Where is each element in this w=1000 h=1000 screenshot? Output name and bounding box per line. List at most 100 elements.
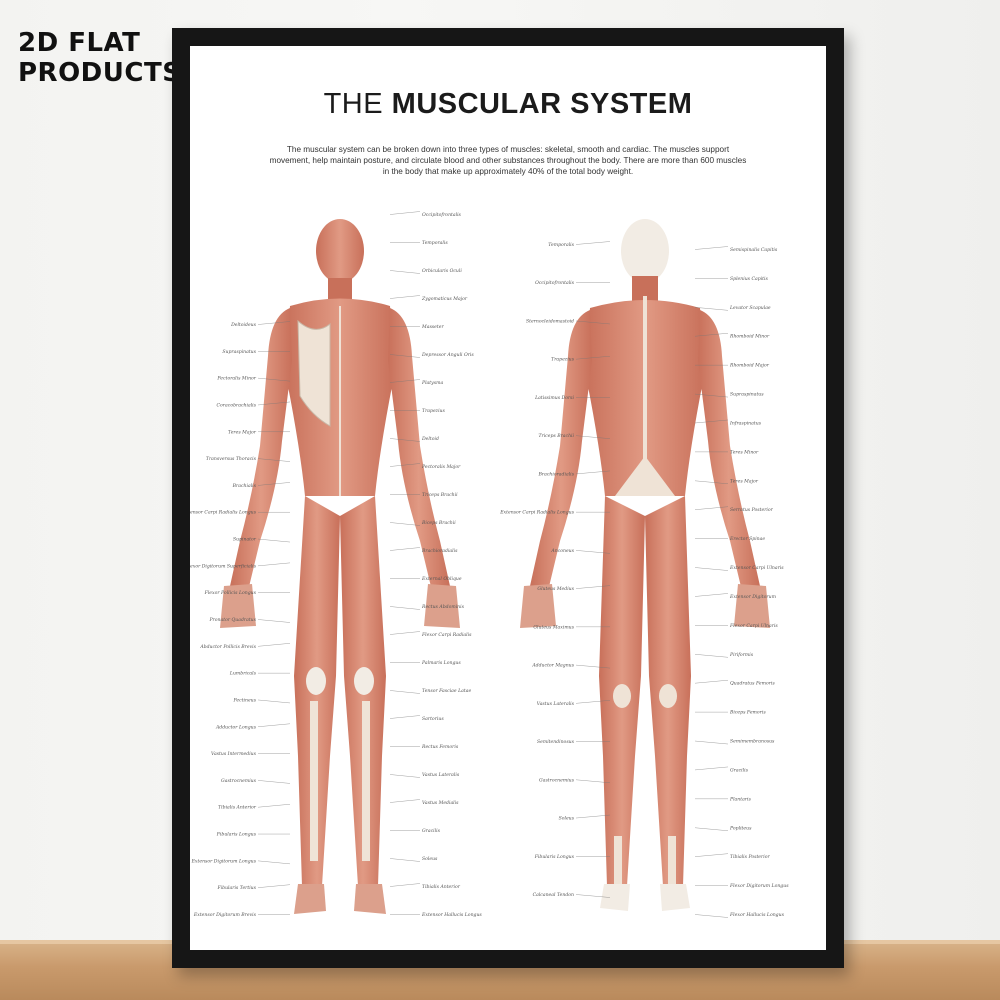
leader-line: [694, 654, 729, 658]
muscle-label: Flexor Carpi Ulnaris: [729, 623, 778, 629]
leader-line: [694, 766, 729, 771]
back-left-labels: TemporalisOccipitofrontalisSternocleidom…: [499, 241, 611, 898]
muscle-label: Infraspinatus: [729, 420, 762, 426]
muscle-label: Trapezius: [422, 408, 446, 414]
leader-line: [694, 333, 729, 337]
muscle-label: Teres Minor: [730, 449, 759, 455]
muscle-label: Rectus Femoris: [421, 744, 459, 750]
muscle-label: Zygomaticus Major: [421, 296, 468, 302]
leader-line: [389, 295, 421, 299]
title-bold: MUSCULAR SYSTEM: [391, 88, 693, 120]
leader-line: [389, 774, 421, 778]
front-right-foot: [354, 884, 386, 914]
muscle-label: Extensor Digitorum Brevis: [193, 912, 257, 918]
leader-line: [389, 606, 421, 610]
leader-line: [257, 562, 291, 567]
muscle-label: Pectoralis Major: [421, 464, 461, 470]
muscle-label: Plantaris: [729, 796, 752, 802]
leader-line: [257, 860, 291, 865]
muscle-label: Gastrocnemius: [539, 777, 575, 783]
muscle-label: Gastrocnemius: [221, 778, 257, 784]
muscle-label: Piriformis: [729, 652, 754, 658]
leader-line: [389, 438, 421, 442]
front-right-arm: [388, 308, 450, 591]
muscle-label: Triceps Brachii: [422, 492, 458, 498]
front-left-tibia: [310, 701, 318, 861]
muscle-label: Temporalis: [548, 242, 574, 248]
back-left-popliteal: [613, 684, 631, 708]
leader-line: [389, 690, 421, 694]
back-left-hand: [520, 584, 556, 628]
muscle-label: Extensor Carpi Radialis Longus: [499, 510, 574, 516]
muscle-label: Serratus Posterior: [730, 507, 774, 513]
leader-line: [575, 814, 611, 819]
leader-line: [257, 619, 291, 623]
muscle-label: Flexor Carpi Radialis: [421, 632, 472, 638]
muscle-label: Coracobrachialis: [217, 402, 257, 408]
muscle-label: Platysma: [421, 380, 443, 386]
muscle-label: Gracilis: [422, 828, 441, 834]
back-right-arm: [698, 310, 760, 591]
muscle-label: Temporalis: [422, 240, 448, 246]
muscle-label: Abductor Pollicis Brevis: [199, 644, 256, 650]
muscle-label: Soleus: [559, 816, 575, 822]
muscle-label: Tibialis Posterior: [730, 854, 770, 860]
muscle-label: Splenius Capitis: [730, 276, 768, 282]
muscle-label: Occipitofrontalis: [535, 280, 575, 286]
muscle-label: Calcaneal Tendon: [533, 892, 574, 898]
leader-line: [389, 463, 421, 467]
muscle-label: Fibularis Longus: [534, 854, 575, 860]
muscle-label: Extensor Hallucis Longus: [421, 912, 482, 918]
leader-line: [694, 593, 729, 597]
muscle-label: Deltoid: [421, 436, 439, 442]
front-head: [316, 219, 364, 283]
brand-line-2: PRODUCTS: [18, 58, 182, 88]
back-head: [621, 219, 669, 283]
leader-line: [694, 680, 729, 684]
muscle-label: Flexor Pollicis Longus: [204, 590, 257, 596]
muscle-label: Fibularis Tertius: [217, 885, 257, 891]
muscle-label: External Oblique: [421, 576, 462, 582]
muscle-label: Pectoralis Minor: [216, 376, 256, 382]
leader-line: [694, 480, 729, 484]
leader-line: [694, 246, 729, 250]
muscle-label: Vastus Lateralis: [422, 772, 460, 778]
leader-line: [694, 853, 729, 857]
muscle-label: Gluteus Medius: [537, 586, 574, 592]
muscle-label: Quadratus Femoris: [730, 681, 775, 687]
leader-line: [389, 715, 421, 719]
leader-line: [257, 482, 291, 486]
muscle-label: Biceps Femoris: [729, 710, 766, 716]
muscle-label: Orbicularis Oculi: [422, 268, 462, 274]
muscle-label: Depressor Anguli Oris: [421, 352, 474, 358]
muscle-label: Semitendinosus: [537, 739, 575, 745]
muscle-label: Extensor Digitorum Longus: [191, 858, 257, 864]
leader-line: [257, 723, 291, 727]
leader-line: [389, 270, 421, 274]
title-light: THE: [323, 88, 392, 120]
muscle-label: Extensor Carpi Ulnaris: [729, 565, 784, 571]
muscle-label: Adductor Longus: [215, 724, 257, 730]
leader-line: [257, 643, 291, 647]
muscle-label: Biceps Brachii: [421, 520, 456, 526]
muscle-label: Rectus Abdominis: [421, 604, 465, 610]
back-left-heel: [600, 884, 630, 911]
leader-line: [575, 585, 611, 589]
muscle-label: Tensor Fasciae Latae: [422, 688, 471, 694]
muscle-label: Gluteus Maximus: [533, 624, 574, 630]
muscle-label: Pronator Quadratus: [208, 617, 256, 623]
muscle-label: Tibialis Anterior: [422, 884, 461, 890]
muscle-label: Trapezius: [551, 357, 575, 363]
muscle-label: Anconeus: [550, 548, 574, 554]
muscle-label: Vastus Intermedius: [211, 751, 257, 757]
muscle-label: Occipitofrontalis: [422, 212, 462, 218]
muscle-label: Deltoideus: [230, 322, 257, 328]
leader-line: [575, 894, 611, 898]
muscle-label: Vastus Lateralis: [537, 701, 575, 707]
muscle-label: Brachioradialis: [421, 548, 458, 554]
front-right-hand: [424, 584, 460, 628]
muscle-label: Sternocleidomastoid: [526, 318, 574, 324]
back-left-achilles: [614, 836, 622, 886]
muscle-label: Flexor Hallucis Longus: [729, 912, 785, 918]
